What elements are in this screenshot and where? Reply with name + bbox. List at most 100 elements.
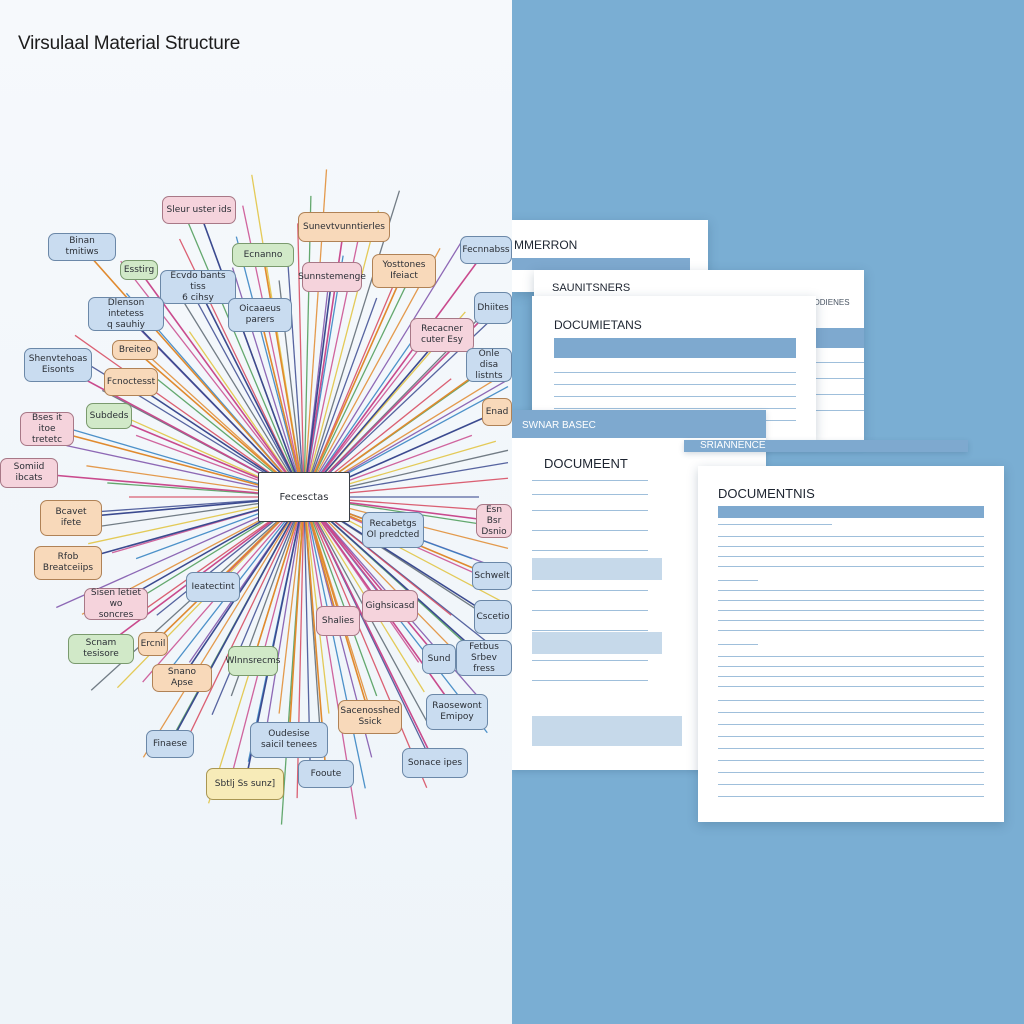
mindmap-node[interactable]: Sisen letiet wo soncres <box>84 588 148 620</box>
document-sheet[interactable]: SRIANNENCE <box>684 440 968 452</box>
document-text-line <box>532 630 648 631</box>
document-text-line <box>532 610 648 611</box>
mindmap-node[interactable]: Sbtlj Ss sunz] <box>206 768 284 800</box>
mindmap-hub[interactable]: Fecesctas <box>258 472 350 522</box>
document-header-bar <box>512 258 690 270</box>
document-text-line <box>718 630 984 631</box>
document-header-bar <box>684 440 968 452</box>
document-header-bar <box>554 338 796 358</box>
mindmap-node[interactable]: Ercnil <box>138 632 168 656</box>
mindmap-node[interactable]: Esn Bsr Dsnio <box>476 504 512 538</box>
mindmap-node[interactable]: Fooute <box>298 760 354 788</box>
mindmap-node[interactable]: Finaese <box>146 730 194 758</box>
fan-line <box>211 496 305 716</box>
mindmap-node[interactable]: Ecnanno <box>232 243 294 267</box>
mindmap-node[interactable]: Gighsicasd <box>362 590 418 622</box>
connector-line <box>262 254 305 498</box>
mindmap-node[interactable]: Fetbus Srbev fress <box>456 640 512 676</box>
mindmap-node[interactable]: Sunnstemenge <box>298 262 366 292</box>
fan-line <box>190 496 305 732</box>
document-text-line <box>718 686 984 687</box>
mindmap-node[interactable]: Snano Apse <box>152 664 212 692</box>
document-text-line <box>718 772 984 773</box>
fan-line <box>303 297 378 498</box>
document-text-line <box>718 676 984 677</box>
document-text-line <box>532 590 648 591</box>
fan-line <box>303 236 466 498</box>
mindmap-node[interactable]: Enad <box>482 398 512 426</box>
mindmap-node[interactable]: Dhiites <box>474 292 512 324</box>
mindmap-node[interactable]: Scnam tesisore <box>68 634 134 664</box>
mindmap-node[interactable]: Recacner cuter Esy <box>410 318 474 352</box>
document-text-line <box>532 480 648 481</box>
fan-line <box>297 223 305 498</box>
connector-line <box>303 496 485 659</box>
mindmap-node[interactable]: Fcnoctesst <box>104 368 158 396</box>
mindmap-node[interactable]: Subdeds <box>86 403 132 429</box>
mindmap-node[interactable]: Sacenosshed Ssick <box>338 700 402 734</box>
fan-line <box>303 303 509 498</box>
document-text-line <box>532 550 648 551</box>
document-text-line <box>532 660 648 661</box>
fan-line <box>303 195 312 498</box>
document-text-line <box>718 536 984 537</box>
connector-line <box>252 496 305 662</box>
mindmap-node[interactable]: Shenvtehoas Eisonts <box>24 348 92 382</box>
mindmap-node[interactable]: Bses it itoe tretetc <box>20 412 74 446</box>
document-title: SRIANNENCE <box>700 440 766 451</box>
mindmap-node[interactable]: Sonace ipes <box>402 748 468 778</box>
mindmap-node[interactable]: Shalies <box>316 606 360 636</box>
document-text-line <box>554 384 796 385</box>
fan-line <box>303 496 475 671</box>
document-text-line <box>718 546 984 547</box>
fan-line <box>286 251 305 498</box>
mindmap-node[interactable]: Oudesise saicil tenees <box>250 722 328 758</box>
mindmap-node[interactable]: Bcavet ifete <box>40 500 102 536</box>
mindmap-node[interactable]: Esstirg <box>120 260 158 280</box>
mindmap-node[interactable]: Yosttones Ifeiact <box>372 254 436 288</box>
mindmap-node[interactable]: Sunevtvunntierles <box>298 212 390 242</box>
document-block <box>532 558 662 580</box>
connector-line <box>303 270 405 498</box>
fan-line <box>180 205 305 498</box>
fan-line <box>179 270 305 498</box>
fan-line <box>142 496 305 758</box>
document-text-line <box>718 580 758 581</box>
mindmap-node[interactable]: Sund <box>422 644 456 674</box>
mindmap-node[interactable]: Ecvdo bants tiss 6 cihsy <box>160 270 236 304</box>
document-text-line <box>718 644 758 645</box>
document-sheet[interactable]: DOCUMENTNIS <box>698 466 1004 822</box>
connector-line <box>303 249 487 498</box>
mindmap-node[interactable]: Ieatectint <box>186 572 240 602</box>
document-text-line <box>718 610 984 611</box>
mindmap-node[interactable]: Onle disa listnts <box>466 348 512 382</box>
mindmap-node[interactable]: Wlnnsrecms <box>226 646 280 676</box>
connector-line <box>303 276 333 498</box>
document-text-line <box>784 394 864 395</box>
fan-line <box>303 496 428 789</box>
connector-line <box>81 246 305 498</box>
mindmap-node[interactable]: Recabetgs Ol predcted <box>362 512 424 548</box>
connector-line <box>169 496 305 745</box>
mindmap-node[interactable]: Schwelt <box>472 562 512 590</box>
page-title: Virsulaal Material Structure <box>18 33 241 54</box>
mindmap-node[interactable]: Binan tmitiws <box>48 233 116 261</box>
fan-line <box>278 496 305 714</box>
mindmap-node[interactable]: Somiid ibcats <box>0 458 58 488</box>
document-text-line <box>718 736 984 737</box>
fan-line <box>228 496 305 784</box>
mindmap-node[interactable]: Cscetio <box>474 600 512 634</box>
mindmap-node[interactable]: Breiteo <box>112 340 158 360</box>
fan-line <box>303 496 378 697</box>
mindmap-node[interactable]: Oicaaeus parers <box>228 298 292 332</box>
mindmap-node[interactable]: Raosewont Emipoy <box>426 694 488 730</box>
fan-line <box>303 262 418 498</box>
mindmap-node[interactable]: Dlenson intetess q sauhiy <box>88 297 164 331</box>
mindmap-node[interactable]: Sleur uster ids <box>162 196 236 224</box>
mindmap-node[interactable]: Rfob Breatceiips <box>34 546 102 580</box>
document-text-line <box>554 408 796 409</box>
connector-line <box>303 496 440 660</box>
document-text-line <box>718 760 984 761</box>
mindmap-node[interactable]: Fecnnabss <box>460 236 512 264</box>
